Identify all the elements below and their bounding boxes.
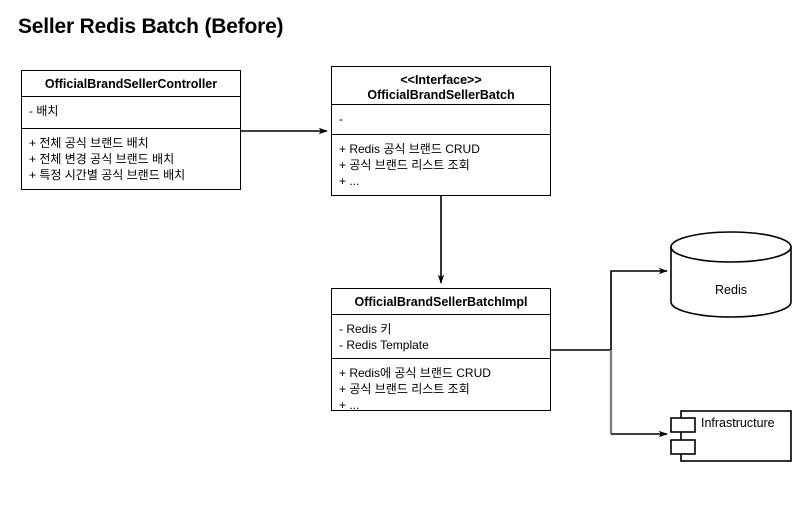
uml-stereotype: <<Interface>> (400, 73, 482, 87)
uml-attribute: - Redis 키 (339, 322, 392, 336)
uml-class-name: OfficialBrandSellerBatch (367, 88, 515, 102)
uml-method: + ... (339, 398, 360, 412)
uml-attribute: - 배치 (29, 104, 59, 118)
infrastructure-component-shape (670, 410, 792, 462)
uml-class-name: OfficialBrandSellerBatchImpl (354, 295, 528, 309)
uml-methods-section: + Redis에 공식 브랜드 CRUD + 공식 브랜드 리스트 조회 + .… (332, 359, 550, 419)
uml-methods-section: + Redis 공식 브랜드 CRUD + 공식 브랜드 리스트 조회 + ..… (332, 135, 550, 195)
infrastructure-component-label: Infrastructure (701, 416, 775, 430)
uml-attributes-section: - (332, 105, 550, 135)
uml-class-header: OfficialBrandSellerController (22, 71, 240, 97)
redis-datastore-shape (670, 231, 792, 318)
uml-method: + 공식 브랜드 리스트 조회 (339, 382, 470, 396)
uml-class-interface[interactable]: <<Interface>> OfficialBrandSellerBatch -… (331, 66, 551, 196)
uml-class-name: OfficialBrandSellerController (44, 77, 218, 91)
uml-method: + 전체 공식 브랜드 배치 (29, 136, 149, 150)
uml-attribute: - Redis Template (339, 338, 429, 352)
uml-class-header: <<Interface>> OfficialBrandSellerBatch (332, 67, 550, 105)
uml-attributes-section: - Redis 키 - Redis Template (332, 315, 550, 359)
uml-attribute: - (339, 112, 343, 126)
uml-class-header: OfficialBrandSellerBatchImpl (332, 289, 550, 315)
uml-method: + Redis 공식 브랜드 CRUD (339, 142, 480, 156)
connector-impl-to-infrastructure (609, 350, 668, 438)
uml-class-controller[interactable]: OfficialBrandSellerController - 배치 + 전체 … (21, 70, 241, 190)
uml-class-impl[interactable]: OfficialBrandSellerBatchImpl - Redis 키 -… (331, 288, 551, 412)
uml-method: + 전체 변경 공식 브랜드 배치 (29, 152, 175, 166)
uml-method: + ... (339, 174, 360, 188)
uml-method: + Redis에 공식 브랜드 CRUD (339, 366, 491, 380)
uml-method: + 특정 시간별 공식 브랜드 배치 (29, 168, 186, 182)
page-title: Seller Redis Batch (Before) (18, 15, 284, 38)
connector-impl-to-redis (610, 267, 668, 350)
uml-methods-section: + 전체 공식 브랜드 배치 + 전체 변경 공식 브랜드 배치 + 특정 시간… (22, 129, 240, 189)
redis-datastore-label: Redis (715, 283, 747, 297)
uml-attributes-section: - 배치 (22, 97, 240, 129)
uml-method: + 공식 브랜드 리스트 조회 (339, 158, 470, 172)
